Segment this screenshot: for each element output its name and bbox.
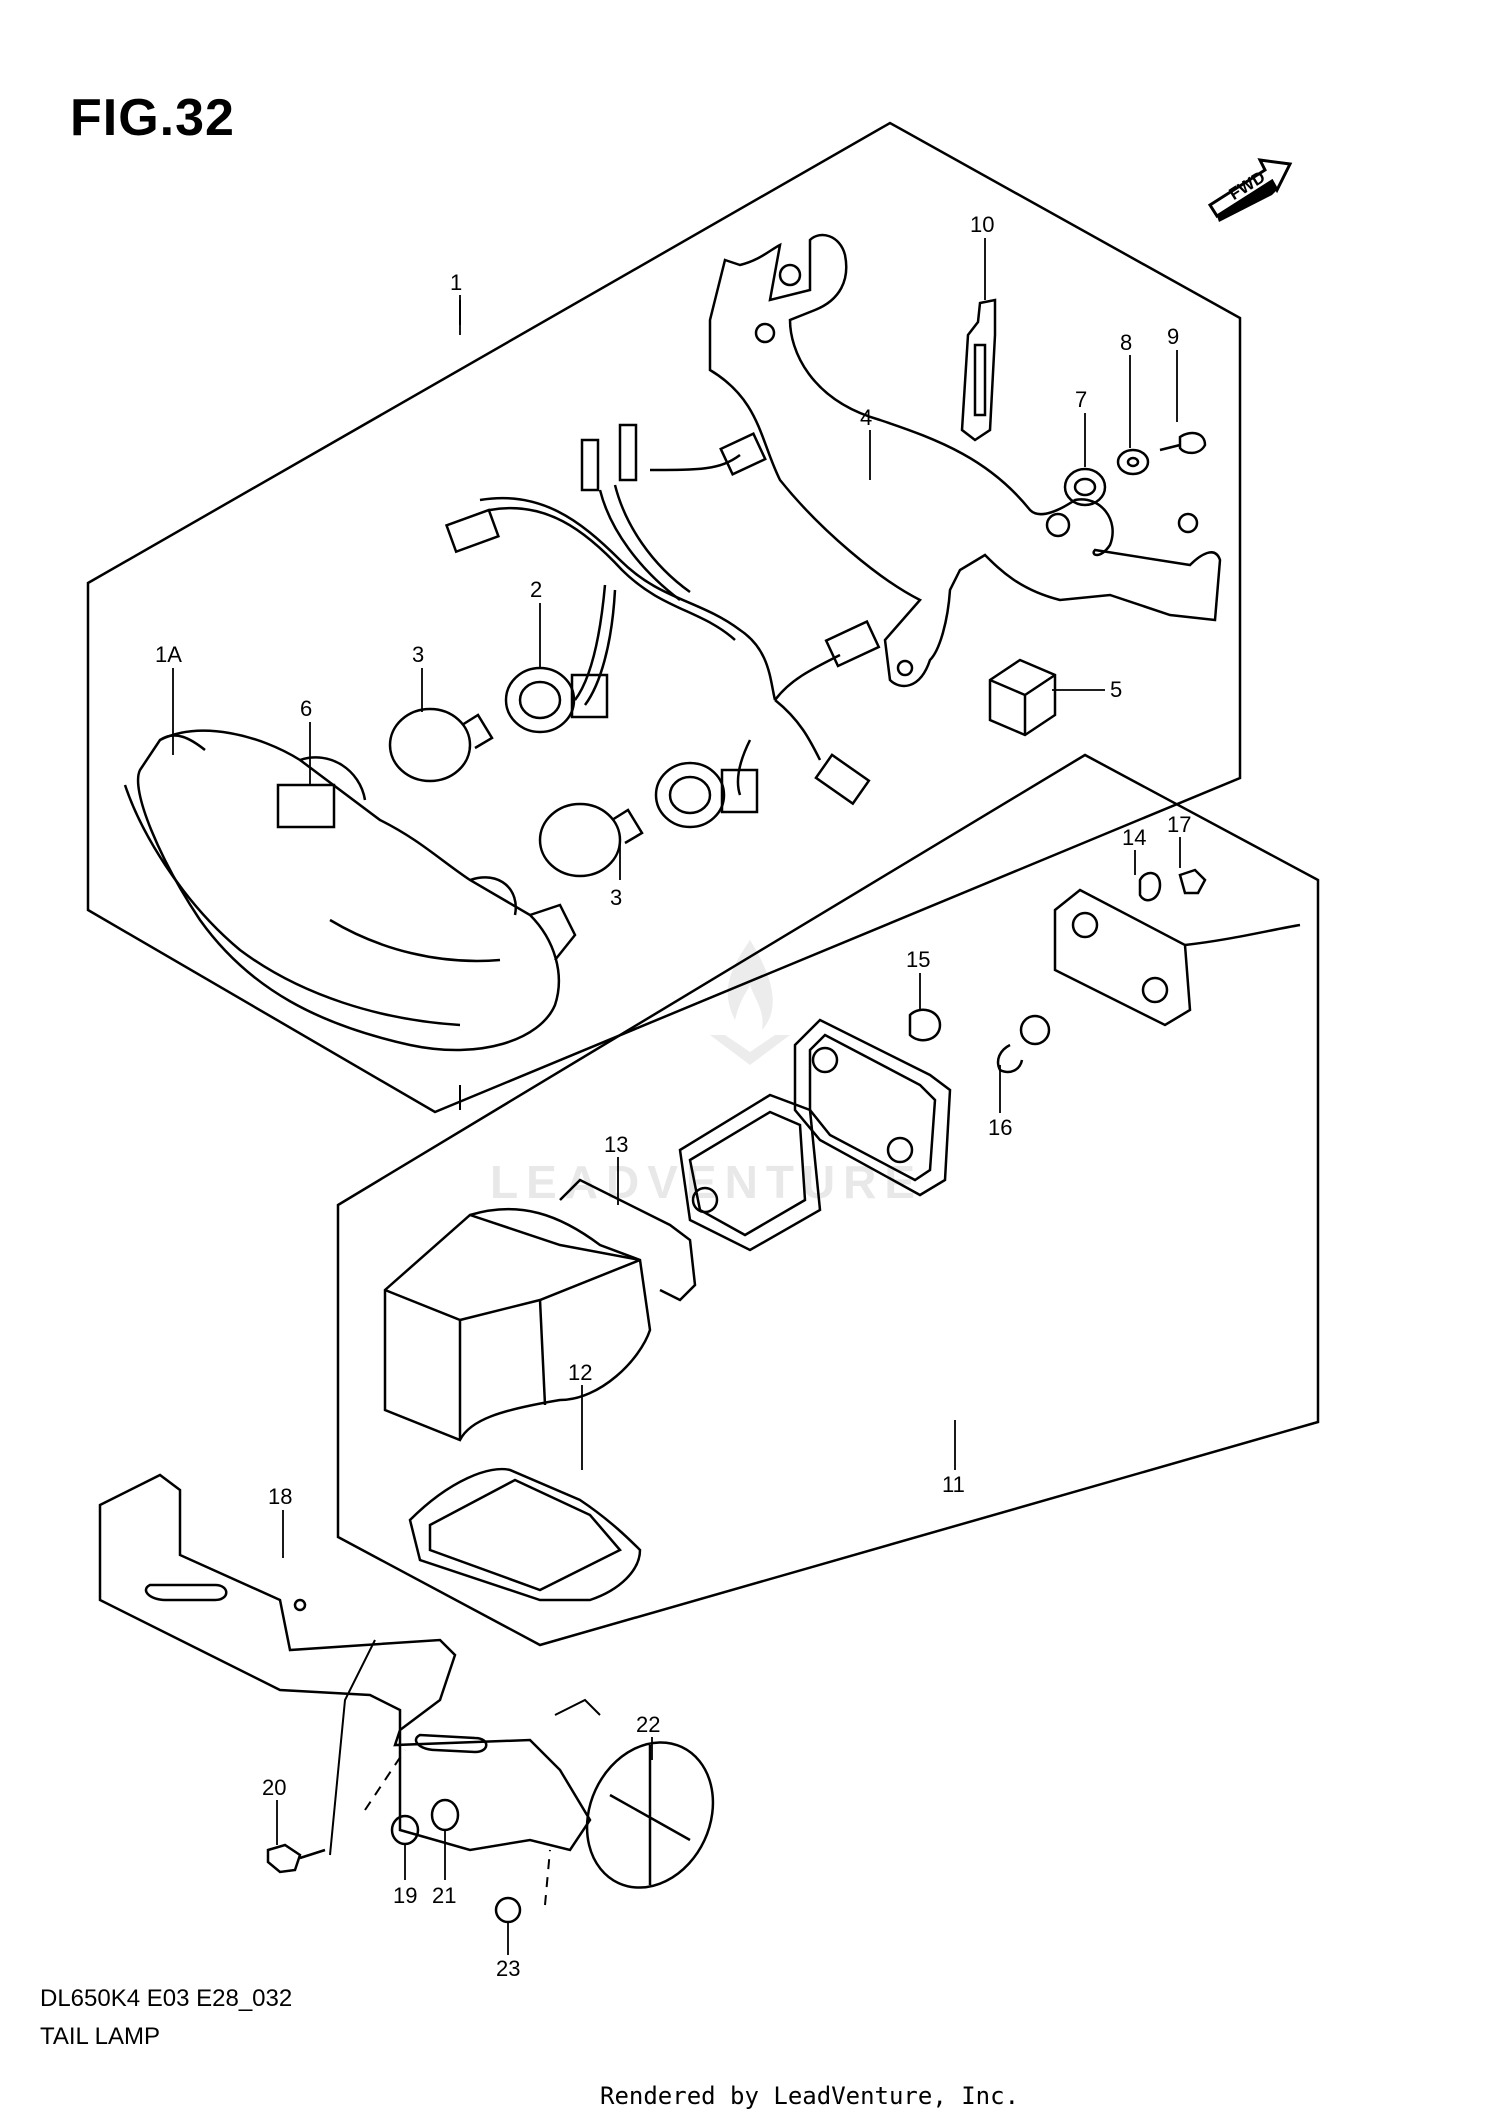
washer-19 (390, 1814, 420, 1846)
callout-5: 5 (1110, 677, 1122, 702)
screw (1159, 431, 1207, 455)
figure-title: FIG.32 (70, 89, 235, 147)
bolt-20 (266, 1843, 326, 1874)
callout-6: 6 (300, 696, 312, 721)
cushion-part (988, 658, 1057, 737)
callout-10: 10 (970, 212, 994, 237)
assembly-11-outline (336, 753, 1320, 1647)
callout-3-upper: 3 (412, 642, 424, 667)
tail-lamp-lens (383, 1207, 652, 1442)
callout-14: 14 (1122, 825, 1146, 850)
lamp-housing-part (123, 729, 577, 1052)
callout-21: 21 (432, 1883, 456, 1908)
grommet (1063, 467, 1107, 507)
callout-12: 12 (568, 1360, 592, 1385)
nut-17 (1178, 868, 1207, 895)
callout-23: 23 (496, 1956, 520, 1981)
washer-hole (1126, 456, 1140, 468)
render-credit: Rendered by LeadVenture, Inc. (600, 2082, 1020, 2110)
bulb-upper (388, 707, 494, 783)
wiring-harness (444, 423, 881, 806)
socket-lower (654, 761, 759, 829)
callout-22: 22 (636, 1712, 660, 1737)
nut-23 (494, 1896, 522, 1924)
callout-17: 17 (1167, 812, 1191, 837)
lamp-body (678, 1093, 822, 1252)
callout-2: 2 (530, 577, 542, 602)
figure-name: TAIL LAMP (40, 2023, 161, 2050)
callout-13: 13 (604, 1132, 628, 1157)
callout-19: 19 (393, 1883, 417, 1908)
fwd-arrow-icon (1207, 158, 1293, 222)
callout-16: 16 (988, 1115, 1012, 1140)
nut-21 (430, 1798, 460, 1832)
license-bulb (996, 1014, 1051, 1074)
grommet-15 (908, 1008, 942, 1042)
grommet-14 (1138, 871, 1162, 902)
figure-code: DL650K4 E03 E28_032 (40, 1985, 293, 2012)
callout-8: 8 (1120, 330, 1132, 355)
callout-1a: 1A (155, 642, 182, 667)
callout-11: 11 (942, 1472, 965, 1497)
callout-1: 1 (450, 270, 462, 295)
clip-part (960, 298, 997, 442)
callout-20: 20 (262, 1775, 286, 1800)
reflector-12 (408, 1467, 642, 1602)
socket-upper (504, 666, 609, 734)
callout-7: 7 (1075, 387, 1087, 412)
lamp-reflector (793, 1018, 952, 1197)
callout-15: 15 (906, 947, 930, 972)
assembly-1-outline (86, 121, 1242, 1114)
callout-9: 9 (1167, 324, 1179, 349)
callout-4: 4 (860, 405, 872, 430)
callout-18: 18 (268, 1484, 292, 1509)
gasket (559, 1178, 697, 1302)
round-reflector (585, 1741, 715, 1889)
washer (1116, 448, 1150, 476)
bulb-lower (538, 802, 644, 878)
bracket-part (708, 233, 1222, 688)
mounting-bracket (98, 1473, 592, 1852)
callout-3-lower: 3 (610, 885, 622, 910)
grommet-inner (1073, 477, 1097, 497)
license-light-base (1053, 888, 1301, 1027)
